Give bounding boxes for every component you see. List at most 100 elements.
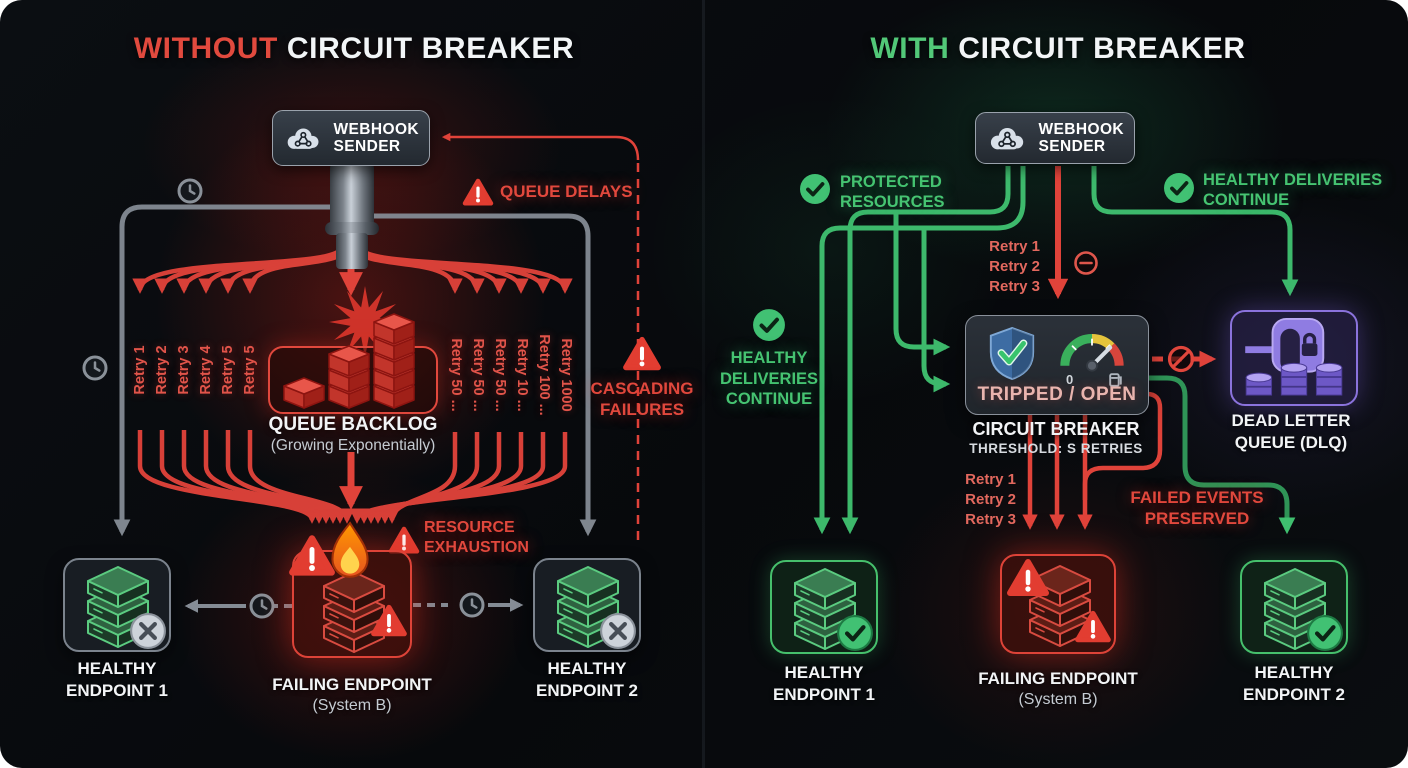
queue-delays-warning-icon (462, 178, 494, 207)
protected-resources-label: PROTECTED RESOURCES (840, 172, 1010, 212)
retry-label: Retry 3 (176, 345, 192, 395)
retry-label: Retry 4 (198, 345, 214, 395)
right-healthy-endpoint-2-box (1240, 560, 1348, 654)
webhook-cloud-icon (287, 128, 319, 149)
webhook-cloud-icon (990, 128, 1024, 150)
clock-icon (177, 178, 203, 204)
hd-left-line3: CONTINUE (725, 390, 813, 409)
retry-label: Retry 5 (220, 345, 236, 395)
cascading-failures-label: CASCADING FAILURES (578, 378, 706, 421)
left-title-accent: WITHOUT (133, 32, 278, 65)
check-badge-icon (836, 614, 874, 652)
failed-line1: FAILED EVENTS (1130, 488, 1264, 507)
retry-label: Retry 1000 (558, 338, 574, 412)
ep-label-line2: ENDPOINT 2 (1242, 685, 1346, 705)
circuit-breaker-subtitle: THRESHOLD: S RETRIES (969, 441, 1143, 456)
ep-label-line2: ENDPOINT 2 (535, 681, 639, 701)
blocked-x-badge-icon (599, 612, 637, 650)
retry-label: Retry 1 (965, 471, 1016, 488)
cascading-line1: CASCADING (590, 379, 694, 398)
retry-label: Retry 50 ... (470, 338, 486, 412)
left-sender-line1: WEBHOOK (333, 120, 419, 138)
right-title-accent: WITH (870, 32, 950, 65)
dlq-label-line1: DEAD LETTER (1231, 411, 1351, 430)
protected-line1: PROTECTED (840, 173, 942, 191)
left-title-rest: CIRCUIT BREAKER (277, 32, 575, 65)
left-healthy-endpoint-2-label: HEALTHY ENDPOINT 2 (504, 658, 670, 702)
protected-line2: RESOURCES (840, 193, 945, 212)
queue-backlog-blocks-icon (283, 313, 415, 409)
right-green-routes (813, 166, 1299, 535)
fuel-icon (1109, 373, 1122, 387)
hd-left-line1: HEALTHY (730, 349, 808, 367)
left-failing-endpoint-label: FAILING ENDPOINT (System B) (266, 674, 438, 717)
shield-check-icon (989, 326, 1035, 381)
left-healthy-endpoint-1-label: HEALTHY ENDPOINT 1 (34, 658, 200, 702)
queue-backlog-title: QUEUE BACKLOG (268, 414, 438, 435)
check-circle-icon (1163, 172, 1195, 204)
cascading-line2: FAILURES (599, 400, 685, 420)
no-entry-icon (1167, 345, 1195, 373)
panel-divider (702, 0, 705, 768)
retry-label: Retry 50 ... (492, 338, 508, 412)
retry-label: Retry 3 (965, 511, 1016, 528)
retry-label: Retry 3 (989, 278, 1040, 295)
right-retries-bottom: Retry 1 Retry 2 Retry 3 (936, 470, 1016, 530)
circuit-breaker-box: 0 TRIPPED / OPEN (965, 315, 1149, 415)
ep-label-line1: HEALTHY (784, 663, 864, 682)
right-retries-top: Retry 1 Retry 2 Retry 3 (958, 237, 1040, 297)
retry-label: Retry 5 (242, 345, 258, 395)
warning-triangle-icon (1074, 610, 1112, 644)
ep-label-line2: (System B) (1018, 691, 1098, 709)
circuit-breaker-status: TRIPPED / OPEN (977, 384, 1137, 405)
check-circle-icon (752, 308, 786, 342)
right-failing-endpoint-label: FAILING ENDPOINT (System B) (970, 668, 1146, 711)
ep-label-line1: HEALTHY (547, 659, 627, 678)
failed-events-preserved-label: FAILED EVENTS PRESERVED (1116, 487, 1278, 530)
cascading-failures-warning-icon (622, 336, 662, 372)
left-sender-line2: SENDER (333, 138, 401, 155)
retry-label: Retry 1 (132, 345, 148, 395)
queue-delays-label: QUEUE DELAYS (500, 182, 633, 201)
retry-label: Retry 1 (989, 238, 1040, 255)
left-failing-endpoint-box (292, 521, 412, 658)
warning-triangle-icon (1006, 558, 1050, 598)
gauge-zero-label: 0 (1066, 372, 1074, 387)
clock-icon (82, 355, 108, 381)
right-sender-line2: SENDER (1038, 138, 1106, 155)
ep-label-line1: HEALTHY (1254, 663, 1334, 682)
hd-left-line2: DELIVERIES (719, 369, 819, 388)
blocked-x-badge-icon (129, 612, 167, 650)
dead-letter-queue-icon (1245, 317, 1343, 396)
retry-label: Retry 100 ... (536, 334, 552, 416)
hd-top-line2: CONTINUE (1203, 191, 1290, 210)
right-title-rest: CIRCUIT BREAKER (949, 32, 1246, 65)
right-failing-endpoint-box (1000, 554, 1116, 654)
ep-label-line2: (System B) (312, 697, 392, 715)
resource-line2: EXHAUSTION (424, 539, 529, 556)
right-healthy-endpoint-1-label: HEALTHY ENDPOINT 1 (741, 662, 907, 706)
right-healthy-endpoint-1-box (770, 560, 878, 654)
check-badge-icon (1306, 614, 1344, 652)
right-healthy-endpoint-2-label: HEALTHY ENDPOINT 2 (1211, 662, 1377, 706)
right-red-routes (1022, 166, 1217, 530)
clock-icon (249, 593, 275, 619)
queue-backlog-subtitle: (Growing Exponentially) (270, 437, 436, 454)
retry-label: Retry 10 ... (514, 338, 530, 412)
minus-circle-icon (1074, 251, 1098, 275)
sender-pipe-flange (325, 222, 379, 235)
resource-line1: RESOURCE (424, 519, 515, 536)
ep-label-line1: HEALTHY (77, 659, 157, 678)
check-circle-icon (799, 173, 831, 205)
left-feedback-loop (441, 132, 640, 540)
right-sender-line1: WEBHOOK (1038, 120, 1124, 138)
fire-icon (331, 521, 369, 578)
left-bottom-connectors (184, 598, 524, 613)
clock-icon (459, 592, 485, 618)
left-gray-routes (113, 204, 597, 537)
left-retry-fan-bottom (137, 430, 568, 524)
gauge-icon (1060, 334, 1124, 372)
